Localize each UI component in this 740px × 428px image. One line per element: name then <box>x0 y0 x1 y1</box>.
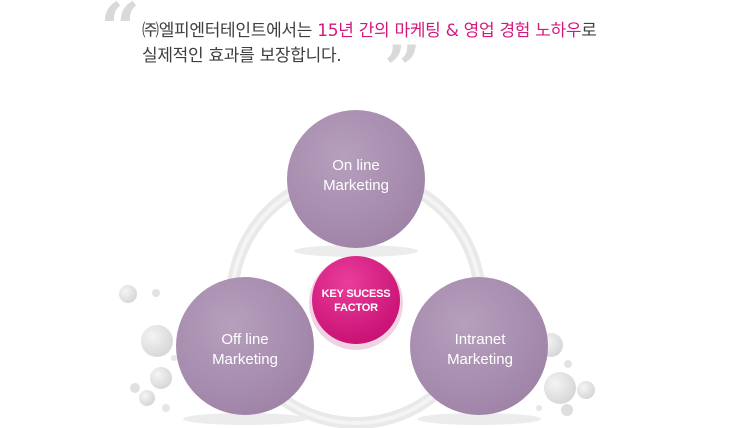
tagline-line-2: 실제적인 효과를 보장합니다. <box>142 46 342 66</box>
node-online-label: On line Marketing <box>296 156 416 196</box>
node-online-marketing <box>287 110 425 248</box>
tagline-line-1: ㈜엘피엔터테인트에서는 15년 간의 마케팅 & 영업 경험 노하우로 <box>142 16 597 41</box>
tagline-suffix: 로 <box>581 21 597 41</box>
node-online-line2: Marketing <box>323 177 389 194</box>
node-intranet-line1: Intranet <box>454 331 506 348</box>
center-key-success-factor <box>312 256 400 344</box>
node-offline-line1: Off line <box>221 331 269 348</box>
open-quote-mark: “ <box>100 0 141 70</box>
node-intranet-line2: Marketing <box>447 351 513 368</box>
center-line1: KEY SUCESS <box>321 288 391 300</box>
node-offline-marketing <box>176 277 314 415</box>
center-line2: FACTOR <box>334 302 378 314</box>
node-online-line1: On line <box>332 157 380 174</box>
node-intranet-marketing <box>410 277 548 415</box>
node-offline-label: Off line Marketing <box>185 330 305 370</box>
node-offline-line2: Marketing <box>212 351 278 368</box>
tagline-highlight: 15년 간의 마케팅 & 영업 경험 노하우 <box>317 21 582 41</box>
decorative-bubbles <box>119 285 595 416</box>
tagline-prefix: ㈜엘피엔터테인트에서는 <box>142 21 318 41</box>
center-label: KEY SUCESS FACTOR <box>311 287 401 315</box>
node-intranet-label: Intranet Marketing <box>420 330 540 370</box>
close-quote-mark: ” <box>384 32 421 107</box>
